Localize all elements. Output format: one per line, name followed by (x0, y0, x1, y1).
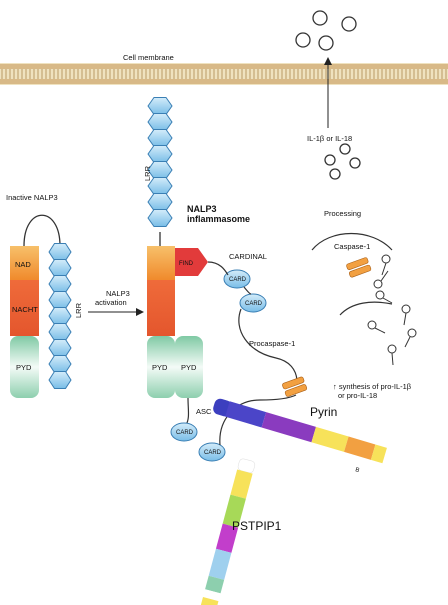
inactive-nalp3-label: Inactive NALP3 (6, 193, 58, 202)
lrr-label-inactive: LRR (74, 302, 83, 318)
card-label-2: CARD (245, 301, 263, 307)
b30-label: B (354, 467, 360, 474)
nalp3-inflammasome (147, 97, 308, 462)
pstpip1-label: PSTPIP1 (232, 519, 282, 533)
card-label-procaspase: CARD (204, 450, 222, 456)
lrr-hexagon (48, 275, 72, 293)
cardinal-label: CARDINAL (229, 252, 267, 261)
asc-card (170, 422, 198, 442)
pyrin (213, 398, 387, 464)
activation-label-1: NALP3 (106, 289, 130, 298)
lrr-active-hexagons (147, 97, 173, 227)
lrr-inactive-hexagons (48, 243, 72, 389)
lrr-hexagon (48, 259, 72, 277)
pro-cytokines (324, 143, 361, 180)
pyrin-label: Pyrin (310, 405, 337, 419)
pyd-label-inactive: PYD (16, 363, 32, 372)
cardinal-card-1 (223, 269, 251, 289)
lrr-hexagon (48, 339, 72, 357)
cell-membrane-label: Cell membrane (123, 53, 174, 62)
lrr-hexagon (147, 113, 173, 131)
asc-label: ASC (196, 407, 212, 416)
nacht-domain-active (147, 280, 175, 336)
find-label: FIND (179, 261, 194, 267)
synthesis-label-2: or pro-IL-18 (338, 391, 377, 400)
nad-domain (10, 246, 39, 280)
activation-label-2: activation (95, 298, 127, 307)
caspase1-label: Caspase-1 (334, 242, 370, 251)
pyd-label-asc: PYD (181, 363, 197, 372)
lrr-hexagon (48, 291, 72, 309)
lrr-hexagon (147, 209, 173, 227)
processing-label: Processing (324, 209, 361, 218)
pyd-label-active: PYD (152, 363, 168, 372)
inflammasome-label-2: inflammasome (187, 214, 250, 224)
procaspase-card (198, 442, 226, 462)
card-label-1: CARD (229, 277, 247, 283)
procaspase-1 (282, 376, 308, 397)
asc-pyd-domain (175, 336, 203, 398)
nad-label: NAD (15, 260, 31, 269)
lrr-hexagon (147, 97, 173, 115)
nad-domain-active (147, 246, 175, 280)
lrr-hexagon (147, 129, 173, 147)
cardinal-card-2 (239, 293, 267, 313)
find-domain (175, 248, 208, 276)
il1b-label: IL-1β or IL-18 (307, 134, 352, 143)
caspase-processing (311, 233, 417, 366)
inflammasome-label-1: NALP3 (187, 204, 217, 214)
lrr-label-active: LRR (143, 165, 152, 181)
inactive-nalp3 (10, 214, 72, 398)
pyd-domain (10, 336, 39, 398)
lrr-hexagon (147, 145, 173, 163)
pyd-domain-active (147, 336, 175, 398)
lrr-hexagon (48, 371, 72, 389)
card-label-asc: CARD (176, 430, 194, 436)
nacht-label: NACHT (12, 305, 38, 314)
cell-membrane (0, 63, 448, 85)
lrr-hexagon (48, 243, 72, 261)
released-cytokines (295, 10, 357, 51)
synthesis-label-1: ↑ synthesis of pro-IL-1β (333, 382, 412, 391)
nacht-domain (10, 280, 39, 336)
pstpip1 (199, 458, 256, 605)
procaspase-label: Procaspase-1 (249, 339, 295, 348)
lrr-hexagon (147, 193, 173, 211)
lrr-hexagon (48, 323, 72, 341)
lrr-hexagon (48, 355, 72, 373)
lrr-hexagon (48, 307, 72, 325)
